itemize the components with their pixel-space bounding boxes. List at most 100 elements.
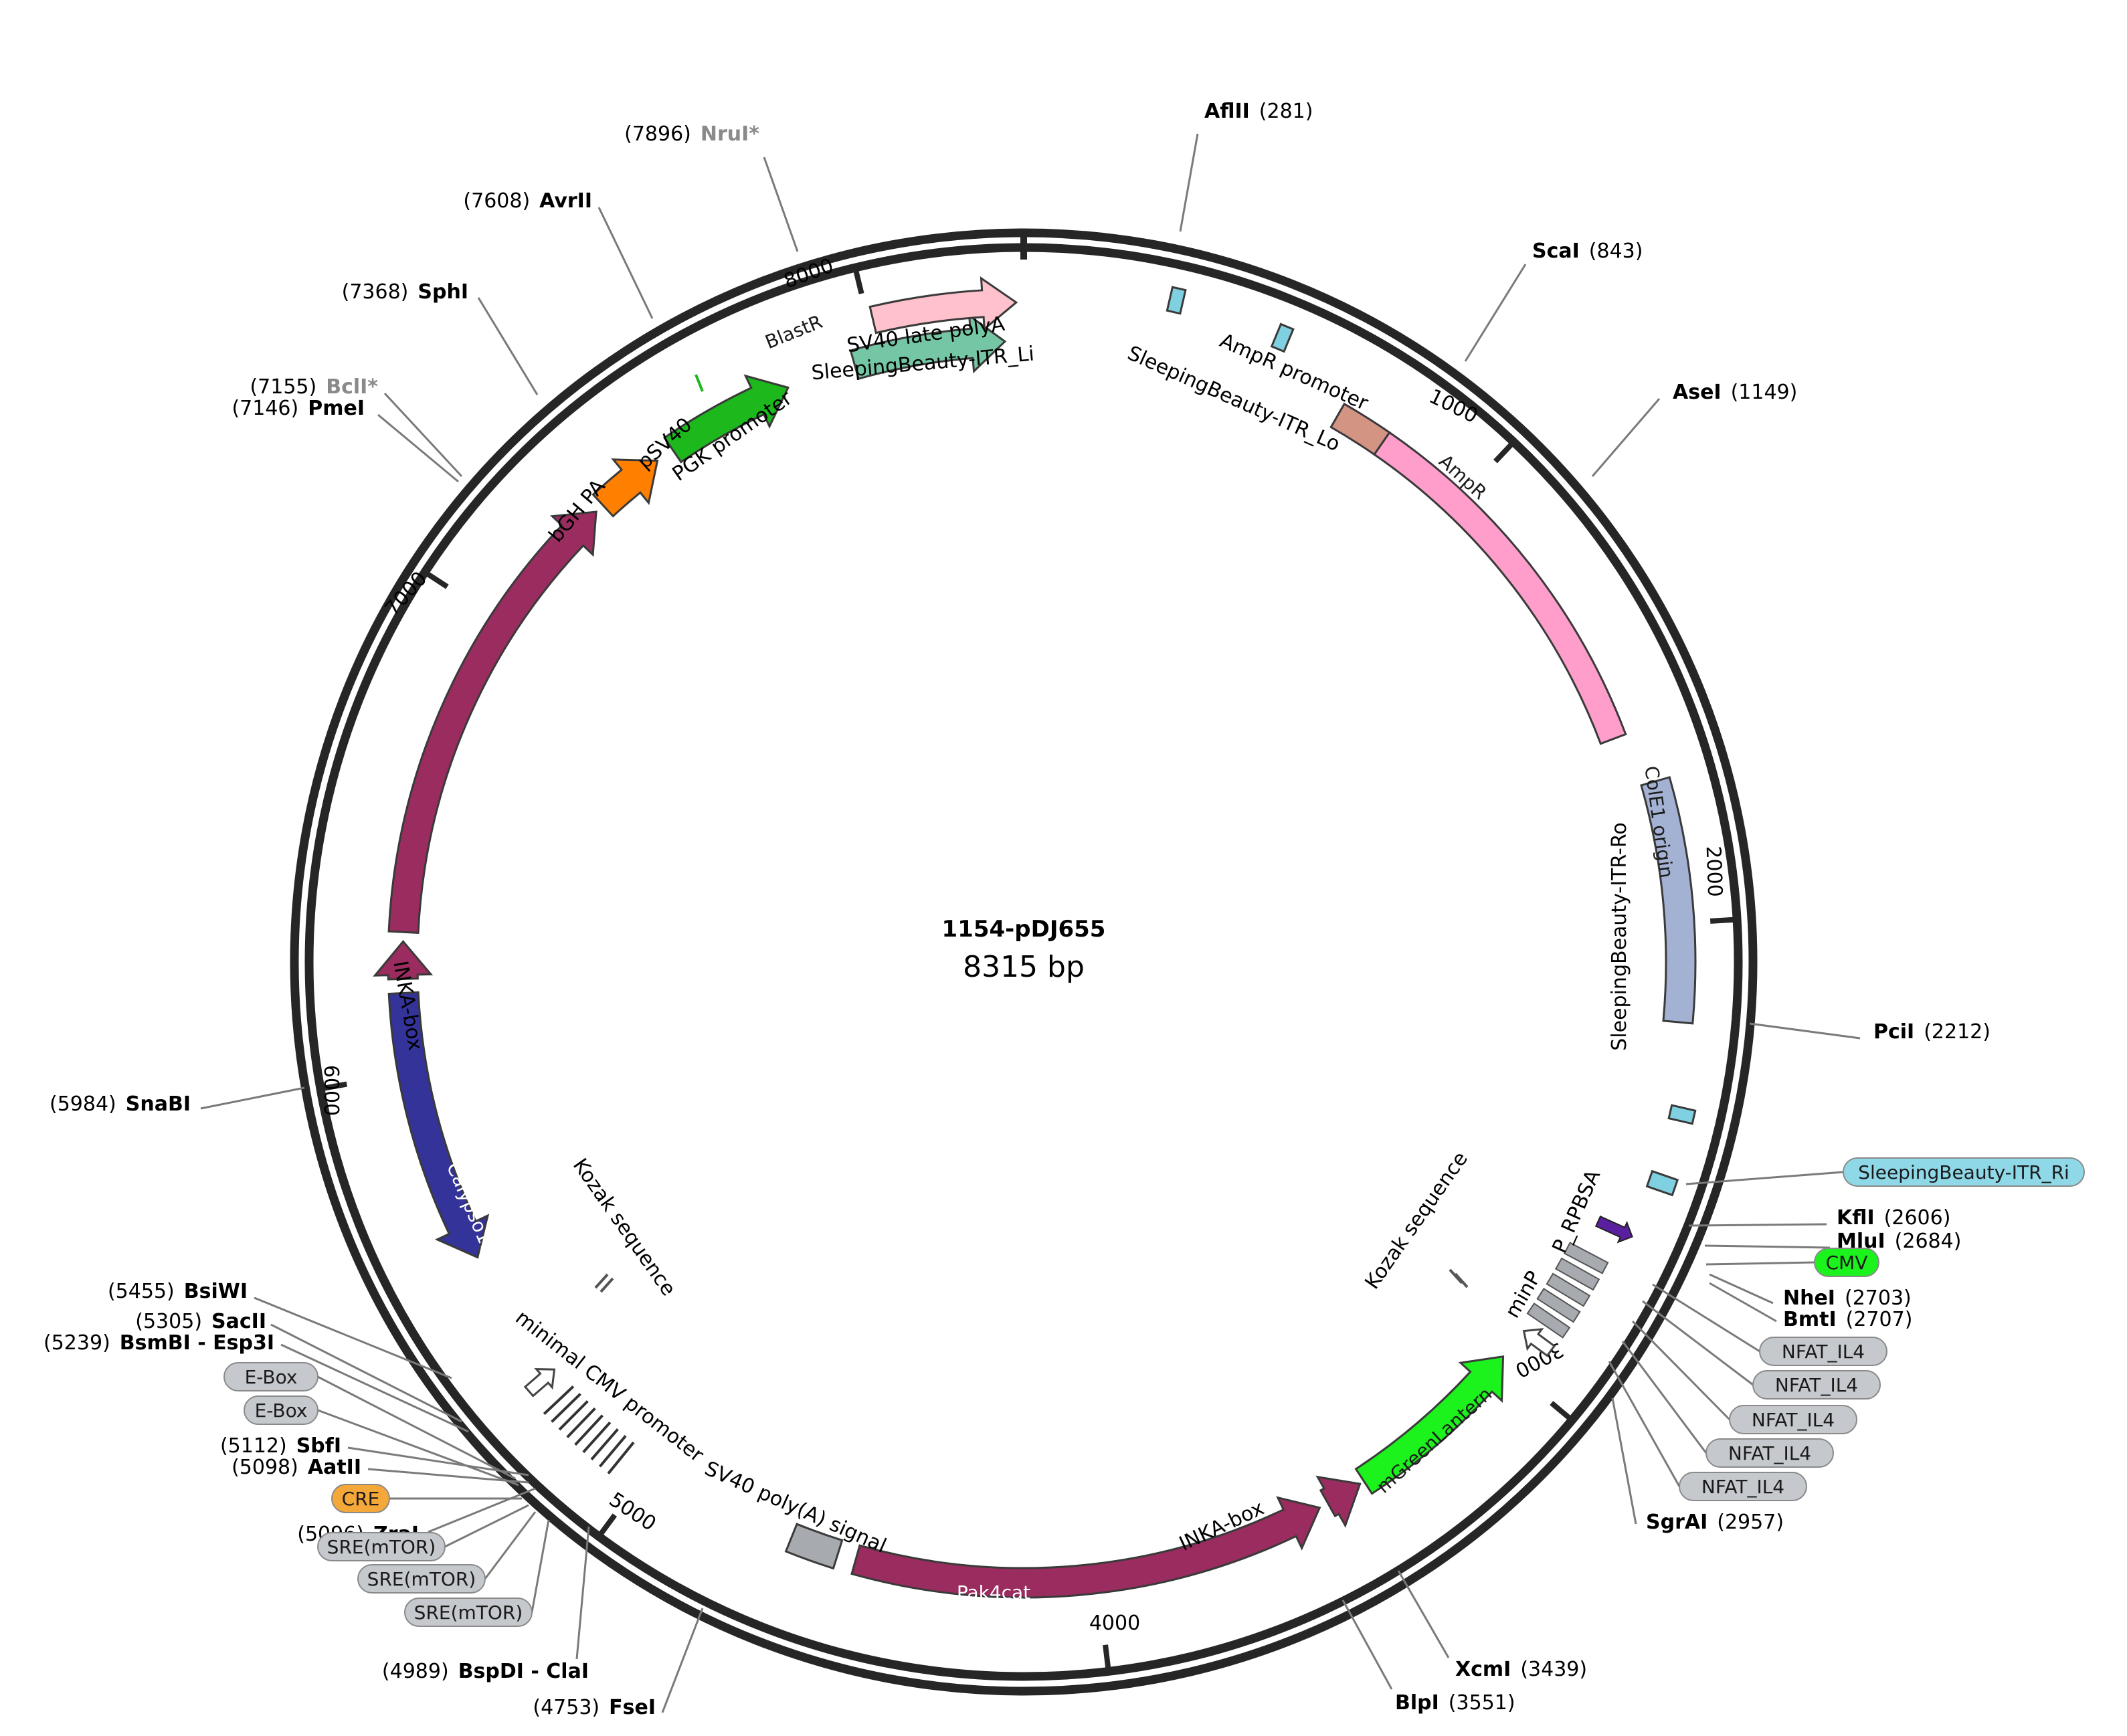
site-leader-line	[1704, 1244, 1831, 1249]
pill-leader-line	[1685, 1171, 1844, 1185]
site-name: BmtI	[1783, 1308, 1837, 1331]
site-position: (2707)	[1846, 1308, 1913, 1331]
restriction-site-label: (7368)SphI	[342, 280, 468, 304]
pill-leader-line	[1652, 1283, 1760, 1353]
site-leader-line	[1179, 133, 1199, 232]
sre-stripe	[566, 1407, 596, 1438]
site-name: BsmBI - Esp3I	[120, 1331, 274, 1355]
binding-site-bar	[1554, 1257, 1600, 1291]
site-position: (1149)	[1731, 381, 1798, 404]
site-position: (5098)	[232, 1456, 298, 1479]
restriction-site-label: (4989)BspDI - ClaI	[382, 1660, 589, 1683]
pill-leader-line	[444, 1504, 529, 1548]
sre-stripe	[574, 1414, 604, 1446]
site-leader-line	[280, 1343, 469, 1433]
tick-mark	[1493, 443, 1513, 464]
mgreenlantern-feature	[1354, 1355, 1505, 1495]
site-leader-line	[428, 1487, 536, 1533]
pak4cat-label: Pak4cat	[957, 1581, 1030, 1604]
tick-mark	[599, 1513, 618, 1535]
sre-stripe	[607, 1441, 635, 1474]
pill-leader-line	[484, 1511, 537, 1579]
sleepingbeauty-itr-lo-label: SleepingBeauty-ITR_Lo	[1124, 341, 1344, 456]
feature-pill-label: NFAT_IL4	[1782, 1341, 1865, 1363]
sre-stripe	[582, 1421, 612, 1454]
feature-pill	[1729, 1405, 1857, 1434]
site-leader-line	[1342, 1600, 1393, 1690]
feature-pill	[244, 1395, 318, 1425]
restriction-site-label: KflI(2606)	[1837, 1206, 1950, 1230]
inka-box-feature	[373, 939, 434, 981]
feature-pill	[1752, 1370, 1881, 1400]
site-position: (2212)	[1924, 1020, 1991, 1044]
site-leader-line	[270, 1323, 462, 1423]
site-position: (5112)	[220, 1434, 287, 1458]
itr-ri-block-feature	[1645, 1169, 1679, 1197]
sre-stripe	[543, 1385, 575, 1416]
site-leader-lines	[200, 133, 1861, 1713]
pill-leader-line	[1631, 1320, 1731, 1421]
feature-pill	[357, 1564, 486, 1594]
plasmid-name: 1154-pDJ655	[942, 916, 1106, 943]
site-position: (5984)	[50, 1092, 116, 1116]
site-position: (7896)	[624, 122, 691, 146]
site-position: (7368)	[342, 280, 409, 304]
sv40-late-polya-feature	[868, 276, 1018, 334]
sv40-poly-a-signal-feature	[784, 1523, 844, 1570]
restriction-site-label: NheI(2703)	[1783, 1286, 1912, 1310]
site-position: (5239)	[43, 1331, 110, 1355]
site-name: SnaBI	[126, 1092, 191, 1116]
restriction-site-label: PciI(2212)	[1873, 1020, 1991, 1044]
feature-pill	[1759, 1337, 1887, 1366]
restriction-site-label: AseI(1149)	[1673, 381, 1797, 404]
site-position: (281)	[1259, 100, 1313, 123]
restriction-site-label: SgrAI(2957)	[1646, 1511, 1784, 1534]
itr-block-feature	[1166, 286, 1187, 315]
feature-pill	[1679, 1472, 1807, 1501]
site-leader-line	[763, 157, 799, 252]
site-leader-line	[575, 1526, 590, 1660]
site-position: (4753)	[533, 1696, 599, 1719]
site-name: SbfI	[296, 1434, 341, 1458]
site-name: SacII	[211, 1310, 266, 1333]
restriction-site-label: (5305)SacII	[135, 1310, 266, 1333]
calypso1d6-feature	[387, 991, 490, 1259]
itr-block-feature	[1667, 1104, 1697, 1125]
pill-leader-line	[317, 1375, 516, 1480]
site-leader-line	[1464, 264, 1527, 362]
ampr-feature	[1372, 431, 1627, 745]
pill-leader-line	[1642, 1300, 1754, 1386]
site-leader-line	[597, 207, 654, 319]
site-name: NruI*	[701, 122, 759, 146]
restriction-site-label: (7155)BclI*	[250, 375, 378, 399]
itr-block-feature	[1270, 322, 1295, 353]
site-position: (2957)	[1717, 1511, 1784, 1534]
site-name: XcmI	[1455, 1658, 1511, 1681]
tick-label: 5000	[605, 1488, 660, 1536]
feature-pill-label: SleepingBeauty-ITR_Ri	[1858, 1161, 2069, 1183]
site-position: (3551)	[1449, 1691, 1515, 1715]
plasmid-size: 8315 bp	[963, 950, 1085, 984]
site-name: AatII	[308, 1456, 361, 1479]
tick-mark	[426, 572, 449, 589]
tick-label: 2000	[1701, 846, 1727, 898]
site-name: FseI	[609, 1696, 656, 1719]
restriction-site-label: (5455)BsiWI	[108, 1280, 248, 1303]
restriction-site-label: BmtI (2707)	[1783, 1308, 1912, 1331]
feature-pill	[331, 1484, 390, 1513]
site-name: AvrII	[539, 189, 592, 213]
site-position: (2684)	[1895, 1230, 1962, 1253]
feature-pill-label: E-Box	[245, 1366, 298, 1388]
site-leader-line	[367, 1468, 529, 1484]
sre-stripe	[551, 1393, 581, 1423]
feature-pill-label: SRE(mTOR)	[367, 1568, 476, 1590]
site-position: (2606)	[1884, 1206, 1951, 1230]
restriction-site-label: ScaI(843)	[1532, 239, 1643, 263]
feature-pill-label: CRE	[342, 1488, 380, 1510]
tick-label: 6000	[319, 1065, 343, 1116]
site-name: PmeI	[308, 397, 365, 420]
kozak-mark-right	[1454, 1272, 1469, 1288]
pill-annotations: SleepingBeauty-ITR_RiCMVNFAT_IL4NFAT_IL4…	[223, 1157, 2085, 1627]
blastr-label: BlastR	[762, 310, 826, 353]
